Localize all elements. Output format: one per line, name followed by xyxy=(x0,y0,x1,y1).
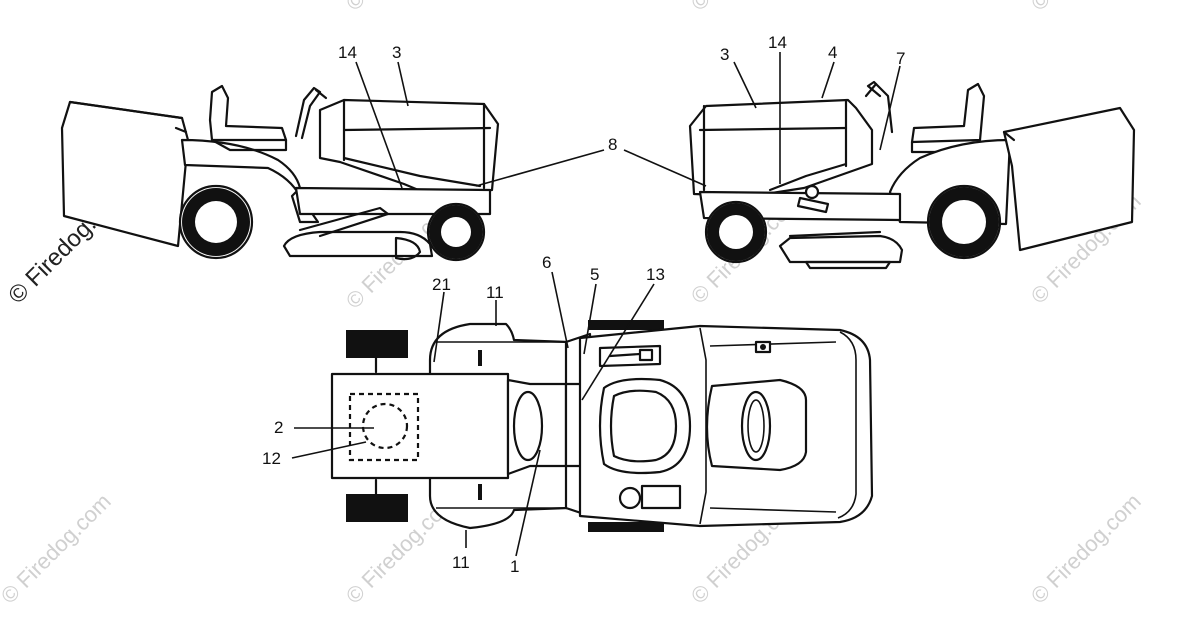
callout-label: 21 xyxy=(432,275,451,294)
seat xyxy=(910,82,986,144)
rear-tire-top xyxy=(346,330,408,358)
callout-label: 7 xyxy=(896,49,905,68)
leader-lines xyxy=(291,52,901,557)
grass-bag xyxy=(1002,106,1136,252)
callout-labels: 14 3 8 3 14 4 7 21 11 6 5 13 2 12 11 1 xyxy=(262,33,905,576)
mower-deck xyxy=(778,234,904,264)
hood xyxy=(688,98,874,198)
hood xyxy=(318,98,500,196)
rear-fender xyxy=(180,138,320,224)
callout-label: 3 xyxy=(720,45,729,64)
callout-label: 8 xyxy=(608,135,617,154)
watermark-text: © Firedog.com xyxy=(341,0,461,16)
callout-label: 12 xyxy=(262,449,281,468)
callout-label: 6 xyxy=(542,253,551,272)
grass-bag xyxy=(330,372,510,480)
rear-tire-bottom xyxy=(346,494,408,522)
callout-label: 14 xyxy=(768,33,787,52)
steering-wheel xyxy=(294,86,322,140)
callout-label: 5 xyxy=(590,265,599,284)
callout-label: 14 xyxy=(338,43,357,62)
callout-label: 4 xyxy=(828,43,837,62)
callout-label: 1 xyxy=(510,557,519,576)
callout-label: 3 xyxy=(392,43,401,62)
watermark-text: © Firedog.com xyxy=(1026,489,1146,609)
callout-label: 11 xyxy=(486,283,504,302)
callout-label: 13 xyxy=(646,265,665,284)
watermark-text: © Firedog.com xyxy=(1026,0,1146,16)
tractor-right-side-view xyxy=(688,80,1136,270)
watermark-text: © Firedog.com xyxy=(0,489,116,609)
decal-area xyxy=(348,392,420,462)
tractor-left-side-view xyxy=(60,84,500,262)
callout-label: 2 xyxy=(274,418,283,437)
watermark-text: © Firedog.com xyxy=(686,0,806,16)
mower-deck xyxy=(282,230,434,258)
seat xyxy=(208,84,288,142)
callout-label: 11 xyxy=(452,553,470,572)
tractor-top-view xyxy=(330,320,874,532)
